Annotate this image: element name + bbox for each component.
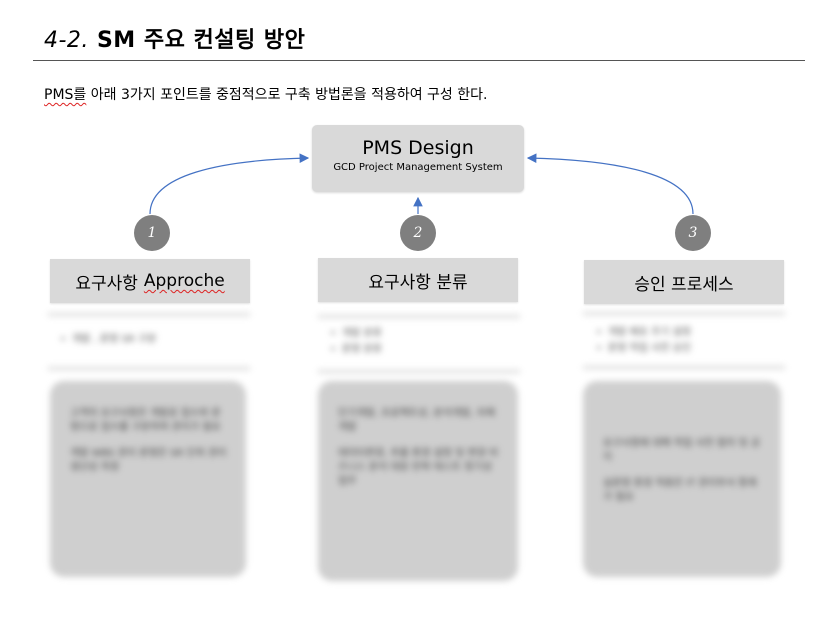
list-item: •개발 배포 주기 설정: [596, 327, 692, 338]
intro-rest: 아래 3가지 포인트를 중점적으로 구축 방법론을 적용하여 구성 한다.: [86, 87, 488, 103]
arrow-3: [526, 153, 694, 215]
divider: [48, 313, 250, 316]
point-number-2: 2: [400, 215, 436, 251]
category-requirements-classification: 요구사항 분류: [318, 258, 518, 302]
point-3-card: 요구사항에 대해 작업 사전 협의 및 공지 실운영 환경 적용은 IT 관리부…: [583, 381, 781, 577]
point-1-bullets: •개발 , 운영 SR 구분: [60, 332, 156, 348]
category-requirements-approach: 요구사항 Approche: [50, 259, 250, 303]
card-text: 실운영 환경 적용은 IT 관리부서 통제가 필요: [603, 478, 757, 503]
list-item: •개발 , 운영 SR 구분: [60, 334, 157, 345]
list-item: •운영 작업 사전 승인: [596, 343, 692, 354]
category-approval-process: 승인 프로세스: [584, 260, 784, 304]
pms-design-title: PMS Design: [362, 137, 474, 159]
point-number-1: 1: [134, 215, 170, 251]
section-number: 4-2.: [44, 28, 89, 53]
divider: [583, 312, 785, 315]
card-text: 고객의 요구사항은 개발로 접수와 운영으로 접수를 구분하여 관리가 필요: [70, 408, 221, 433]
point-2-card: 단기개발, 프로젝트성, 분석개발, 자체개발 데이터변경, 추출 환경 설정 …: [318, 381, 518, 581]
section-title-text: SM 주요 컨설팅 방안: [96, 28, 306, 53]
card-text: 단기개발, 프로젝트성, 분석개발, 자체개발: [338, 408, 496, 433]
pms-design-box: PMS Design GCD Project Management System: [312, 125, 524, 192]
category-1-main: 요구사항: [75, 273, 138, 294]
point-2-bullets: •개발 분류 •운영 분류: [330, 326, 382, 358]
category-1-term: Approche: [143, 271, 225, 291]
point-3-bullets: •개발 배포 주기 설정 •운영 작업 사전 승인: [596, 325, 691, 357]
intro-pms: PMS를: [44, 87, 87, 103]
list-item: •개발 분류: [330, 328, 382, 339]
arrow-1: [149, 153, 310, 215]
section-title: 4-2. SM 주요 컨설팅 방안: [44, 22, 305, 54]
card-text: 개발 WBS 관리 운영은 SR 단위 관리 생산성 측정: [70, 448, 227, 473]
title-divider: [33, 60, 805, 61]
list-item: •운영 분류: [330, 344, 382, 355]
card-text: 데이터변경, 추출 환경 설정 및 변경 비즈니스 분석 대응 반복 테스트 정…: [338, 448, 499, 487]
divider: [318, 370, 520, 373]
divider: [583, 366, 785, 369]
point-1-card: 고객의 요구사항은 개발로 접수와 운영으로 접수를 구분하여 관리가 필요 개…: [50, 381, 246, 577]
pms-design-subtitle: GCD Project Management System: [333, 162, 503, 173]
card-text: 요구사항에 대해 작업 사전 협의 및 공지: [603, 438, 761, 463]
point-number-3: 3: [675, 215, 711, 251]
divider: [48, 367, 250, 370]
intro-text: PMS를 아래 3가지 포인트를 중점적으로 구축 방법론을 적용하여 구성 한…: [44, 84, 487, 104]
divider: [318, 315, 520, 318]
